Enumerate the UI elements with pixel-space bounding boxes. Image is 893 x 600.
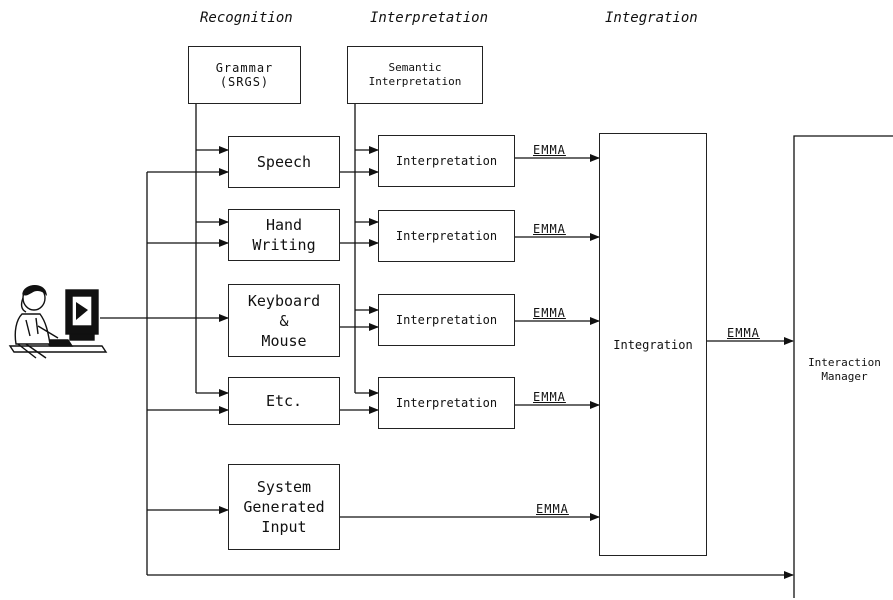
system-generated-input-label: System Generated Input — [243, 478, 325, 536]
integration-heading: Integration — [605, 10, 698, 26]
emma-label-6: EMMA — [727, 326, 760, 340]
speech-label: Speech — [256, 153, 312, 171]
keyboard-mouse-box: Keyboard & Mouse — [228, 284, 340, 357]
emma-label-1: EMMA — [533, 143, 566, 157]
interpretation-box-2: Interpretation — [378, 210, 515, 262]
etc-label: Etc. — [265, 392, 303, 410]
emma-label-5: EMMA — [536, 502, 569, 516]
interaction-manager-frame — [793, 135, 893, 598]
etc-recognizer-box: Etc. — [228, 377, 340, 425]
recognition-heading: Recognition — [200, 10, 293, 26]
integration-box: Integration — [599, 133, 707, 556]
interpretation-box-4: Interpretation — [378, 377, 515, 429]
keyboard-mouse-label: Keyboard & Mouse — [247, 291, 321, 350]
semantic-interpretation-label: Semantic Interpretation — [368, 61, 462, 88]
user-at-computer-icon — [8, 285, 108, 359]
speech-recognizer-box: Speech — [228, 136, 340, 188]
interpretation-box-1: Interpretation — [378, 135, 515, 187]
handwriting-recognizer-box: Hand Writing — [228, 209, 340, 261]
interpretation-label-1: Interpretation — [395, 154, 498, 168]
system-generated-input-box: System Generated Input — [228, 464, 340, 550]
grammar-srgs-box: Grammar (SRGS) — [188, 46, 301, 104]
interpretation-label-2: Interpretation — [395, 229, 498, 243]
interpretation-heading: Interpretation — [370, 10, 489, 26]
interpretation-label-4: Interpretation — [395, 396, 498, 410]
interpretation-label-3: Interpretation — [395, 313, 498, 327]
emma-label-4: EMMA — [533, 390, 566, 404]
integration-label: Integration — [613, 337, 693, 352]
handwriting-label: Hand Writing — [252, 216, 316, 254]
grammar-srgs-label: Grammar (SRGS) — [215, 61, 274, 89]
emma-label-2: EMMA — [533, 222, 566, 236]
semantic-interpretation-box: Semantic Interpretation — [347, 46, 483, 104]
emma-label-3: EMMA — [533, 306, 566, 320]
interpretation-box-3: Interpretation — [378, 294, 515, 346]
interaction-manager-label: Interaction Manager — [808, 356, 881, 383]
